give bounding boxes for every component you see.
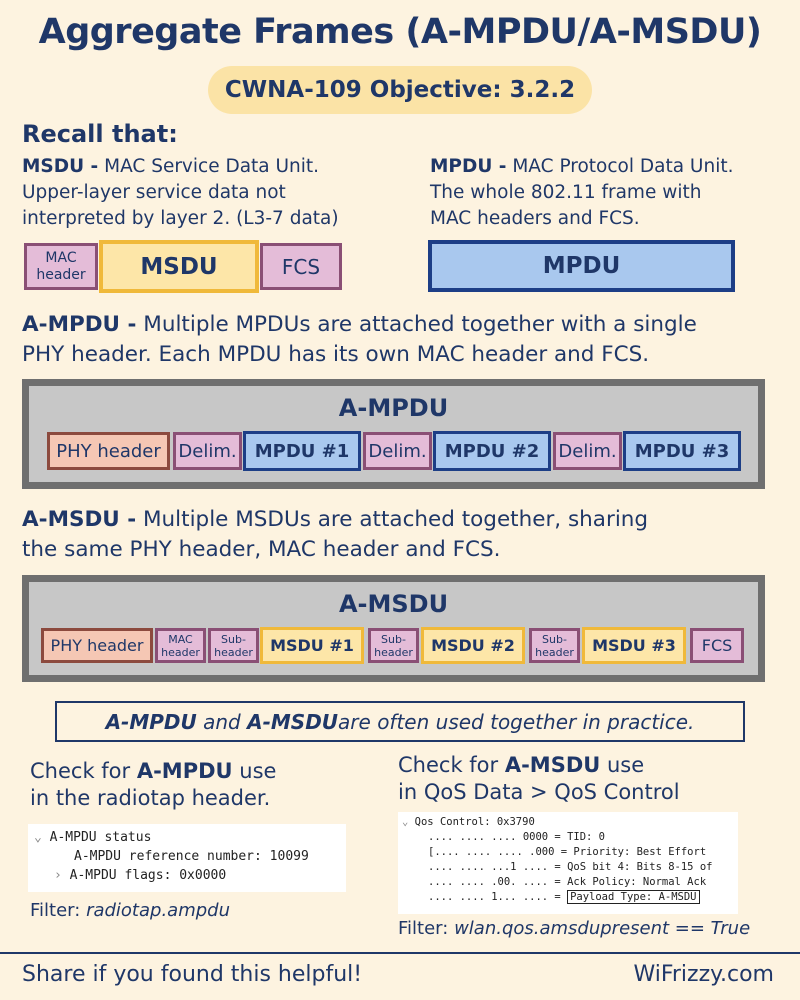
- ampdu-diagram-title: A-MPDU: [338, 394, 449, 422]
- amsdu-desc-line1: Multiple MSDUs are attached together, sh…: [136, 507, 649, 532]
- objective-badge: CWNA-109 Objective: 3.2.2: [208, 66, 592, 114]
- footer-site: WiFrizzy.com: [633, 962, 774, 987]
- note-amsdu: A-MSDU: [247, 709, 339, 734]
- ampdu-mpdu-3: MPDU #3: [623, 431, 741, 471]
- chevron-down-icon: ⌄: [402, 816, 409, 828]
- ampdu-delim-3: Delim.: [553, 432, 622, 470]
- subheader-label-line2: header: [374, 645, 413, 659]
- radiotap-line2: A-MPDU reference number: 10099: [74, 849, 309, 864]
- amsdu-msdu-1: MSDU #1: [260, 627, 364, 664]
- ampdu-term: A-MPDU -: [22, 312, 137, 337]
- mac-label-line2: header: [161, 645, 200, 659]
- amsdu-msdu-3: MSDU #3: [582, 627, 686, 664]
- radiotap-screenshot: ⌄ A-MPDU status A-MPDU reference number:…: [28, 824, 346, 892]
- qos-screenshot: ⌄ Qos Control: 0x3790 .... .... .... 000…: [398, 812, 738, 914]
- note-and: and: [196, 709, 248, 734]
- ampdu-desc-line2: PHY header. Each MPDU has its own MAC he…: [22, 342, 650, 367]
- radiotap-line1: A-MPDU status: [49, 830, 152, 845]
- qos-line2: .... .... .... 0000 = TID: 0: [428, 831, 606, 843]
- mac-label-line2: header: [36, 266, 86, 283]
- mpdu-def-line3: MAC headers and FCS.: [430, 208, 640, 229]
- check-ampdu-post: use: [232, 759, 277, 783]
- check-amsdu-line2: in QoS Data > QoS Control: [398, 780, 680, 804]
- ampdu-desc-line1: Multiple MPDUs are attached together wit…: [136, 312, 697, 337]
- amsdu-msdu-2: MSDU #2: [421, 627, 525, 664]
- check-amsdu-text: Check for A-MSDU use in QoS Data > QoS C…: [398, 752, 788, 806]
- mpdu-frame: MPDU: [428, 240, 735, 292]
- chevron-down-icon: ⌄: [34, 830, 42, 845]
- qos-line5: .... .... .00. .... = Ack Policy: Normal…: [428, 876, 707, 888]
- amsdu-term: A-MSDU -: [22, 507, 137, 532]
- filter-amsdu-value: wlan.qos.amsdupresent == True: [454, 918, 751, 939]
- msdu-frame-msdu: MSDU: [99, 240, 259, 293]
- qos-line4: .... .... ...1 .... = QoS bit 4: Bits 8-…: [428, 861, 713, 873]
- check-amsdu-term: A-MSDU: [504, 753, 601, 777]
- amsdu-phy-header: PHY header: [41, 628, 153, 663]
- mpdu-definition: MPDU - MAC Protocol Data Unit. The whole…: [430, 154, 790, 232]
- msdu-def-line3: interpreted by layer 2. (L3-7 data): [22, 208, 339, 229]
- ampdu-mpdu-2: MPDU #2: [433, 431, 551, 471]
- check-amsdu-post: use: [600, 753, 645, 777]
- amsdu-subheader-1: Sub- header: [208, 628, 259, 663]
- msdu-def-line2: Upper-layer service data not: [22, 182, 286, 203]
- msdu-frame-fcs: FCS: [260, 243, 342, 290]
- msdu-definition: MSDU - MAC Service Data Unit. Upper-laye…: [22, 154, 402, 232]
- check-ampdu-line2: in the radiotap header.: [30, 786, 271, 810]
- subheader-label-line2: header: [214, 645, 253, 659]
- check-amsdu-pre: Check for: [398, 753, 505, 777]
- ampdu-phy-header: PHY header: [47, 432, 170, 470]
- footer-share: Share if you found this helpful!: [22, 962, 363, 987]
- msdu-def-line1: MAC Service Data Unit.: [98, 156, 320, 177]
- amsdu-mac-header: MAC header: [155, 628, 206, 663]
- footer-divider: [0, 952, 800, 954]
- qos-line3: [.... .... .... .000 = Priority: Best Ef…: [428, 846, 707, 858]
- note-ampdu: A-MPDU: [105, 709, 197, 734]
- msdu-term: MSDU -: [22, 156, 99, 177]
- amsdu-subheader-2: Sub- header: [368, 628, 419, 663]
- ampdu-mpdu-1: MPDU #1: [243, 431, 361, 471]
- check-ampdu-text: Check for A-MPDU use in the radiotap hea…: [30, 758, 370, 812]
- check-ampdu-pre: Check for: [30, 759, 137, 783]
- filter-ampdu-value: radiotap.ampdu: [86, 900, 230, 921]
- mac-label-line1: MAC: [45, 249, 77, 266]
- filter-ampdu: Filter: radiotap.ampdu: [30, 900, 230, 921]
- filter-ampdu-label: Filter:: [30, 900, 87, 921]
- amsdu-subheader-3: Sub- header: [529, 628, 580, 663]
- qos-payload-type-highlight: Payload Type: A-MSDU: [567, 890, 700, 904]
- check-ampdu-term: A-MPDU: [136, 759, 233, 783]
- subheader-label-line2: header: [535, 645, 574, 659]
- filter-amsdu: Filter: wlan.qos.amsdupresent == True: [398, 918, 750, 939]
- amsdu-fcs: FCS: [690, 628, 744, 663]
- qos-line6a: .... .... 1... .... =: [428, 891, 568, 903]
- subheader-label-line1: Sub-: [542, 632, 567, 646]
- mpdu-def-line2: The whole 802.11 frame with: [430, 182, 702, 203]
- amsdu-description: A-MSDU - Multiple MSDUs are attached tog…: [22, 505, 792, 565]
- mpdu-def-line1: MAC Protocol Data Unit.: [506, 156, 734, 177]
- practice-note: A-MPDU and A-MSDU are often used togethe…: [55, 701, 745, 742]
- ampdu-description: A-MPDU - Multiple MPDUs are attached tog…: [22, 310, 792, 370]
- amsdu-diagram-title: A-MSDU: [338, 590, 449, 618]
- ampdu-delim-1: Delim.: [173, 432, 242, 470]
- mac-label-line1: MAC: [168, 632, 193, 646]
- subheader-label-line1: Sub-: [221, 632, 246, 646]
- note-rest: are often used together in practice.: [338, 709, 695, 734]
- page-title: Aggregate Frames (A-MPDU/A-MSDU): [38, 12, 762, 52]
- recall-heading: Recall that:: [22, 120, 178, 148]
- ampdu-delim-2: Delim.: [363, 432, 432, 470]
- radiotap-line3: A-MPDU flags: 0x0000: [69, 868, 227, 883]
- msdu-frame-mac-header: MAC header: [24, 243, 98, 290]
- subheader-label-line1: Sub-: [381, 632, 406, 646]
- qos-line1: Qos Control: 0x3790: [414, 816, 535, 828]
- mpdu-term: MPDU -: [430, 156, 507, 177]
- filter-amsdu-label: Filter:: [398, 918, 455, 939]
- amsdu-desc-line2: the same PHY header, MAC header and FCS.: [22, 537, 501, 562]
- chevron-right-icon: ›: [54, 868, 62, 883]
